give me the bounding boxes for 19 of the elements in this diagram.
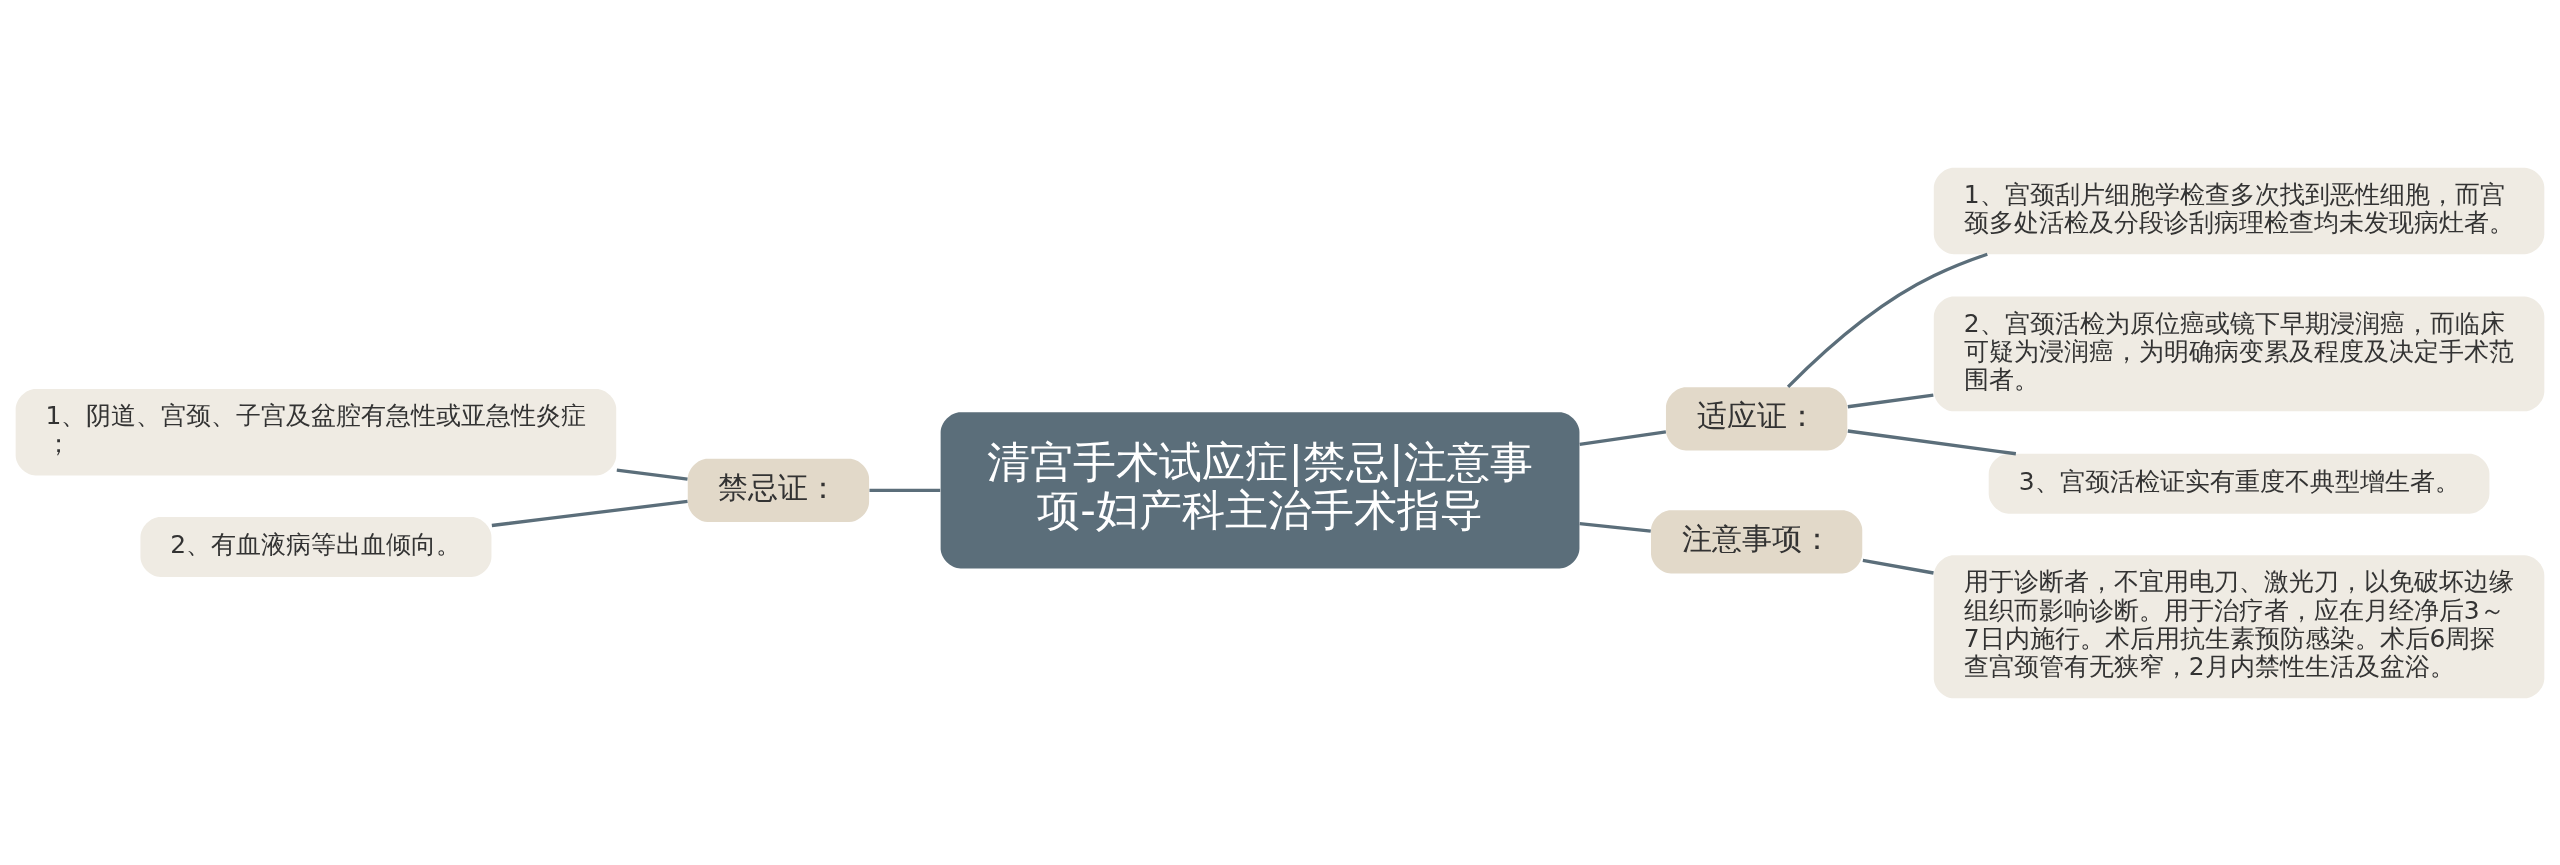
node-box: 适应证： [1665,386,1848,450]
node-box: 用于诊断者，不宜用电刀、激光刀，以免破坏边缘组织而影响诊断。用于治疗者，应在月经净后3～7日内施行。术后用抗生素预防感染。术后6周探查宫颈管有无狭窄，2月内禁性生活及盆浴。 [1933,554,2545,698]
connector [1579,521,1651,533]
connector [869,488,941,492]
connector [1847,428,2017,455]
node-box: 1、宫颈刮片细胞学检查多次找到恶性细胞，而宫颈多处活检及分段诊刮病理检查均未发现病灶者。 [1933,167,2545,254]
connector [1579,429,1667,446]
node-box: 1、阴道、宫颈、子宫及盆腔有急性或亚急性炎症； [15,388,617,475]
connector [491,499,688,527]
connector [1847,393,1934,408]
node-box: 注意事项： [1651,509,1863,574]
node-box: 2、有血液病等出血倾向。 [140,516,492,577]
connector [1786,252,1988,388]
node-box: 禁忌证： [687,458,870,522]
node-box: 3、宫颈活检证实有重度不典型增生者。 [1988,453,2490,514]
node-box: 清宫手术试应症|禁忌|注意事项-妇产科主治手术指导 [940,411,1580,569]
connector [1862,558,1934,575]
connector [616,467,688,481]
node-box: 2、宫颈活检为原位癌或镜下早期浸润癌，而临床可疑为浸润癌，为明确病变累及程度及决定手术范围者。 [1933,296,2545,411]
